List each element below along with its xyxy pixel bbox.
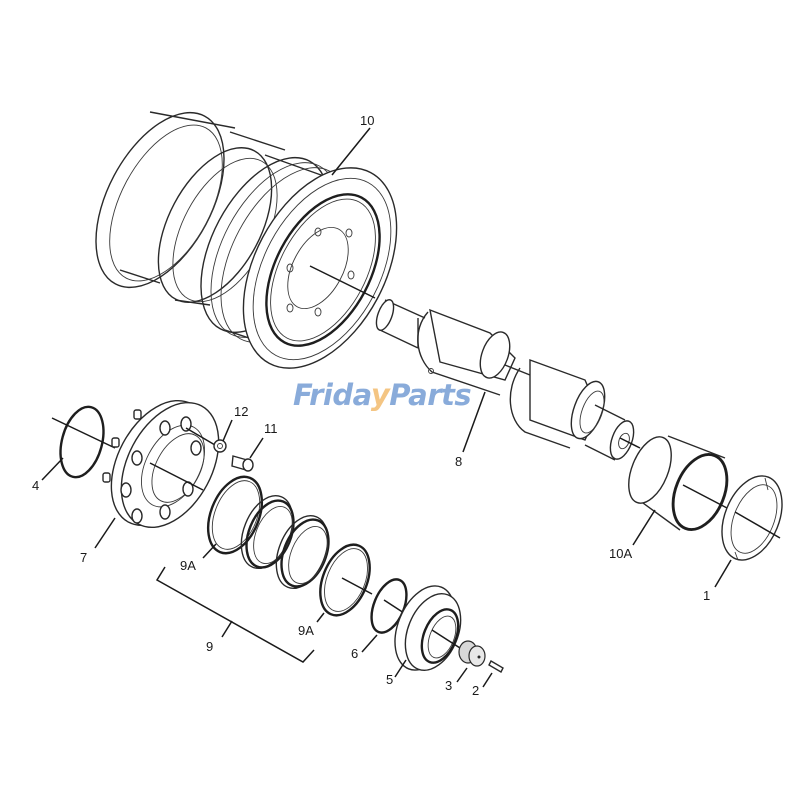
watermark-text-parts: Parts: [389, 378, 472, 412]
seal-ring-middle-b: [275, 515, 330, 589]
bushing-10A: [628, 435, 729, 531]
callout-11: 11: [264, 421, 278, 436]
callout-7: 7: [80, 550, 87, 565]
callout-10A: 10A: [609, 546, 632, 561]
callout-8: 8: [455, 454, 462, 469]
washer-12: [213, 439, 227, 453]
watermark-checkmark-y: y: [370, 378, 390, 412]
seal-ring-9A-upper: [206, 475, 264, 555]
callout-10: 10: [360, 113, 374, 128]
callout-12: 12: [234, 404, 248, 419]
shaft-8: [375, 299, 641, 461]
seal-ring-9A-lower: [319, 543, 373, 617]
plug-3: [458, 640, 486, 667]
callout-1: 1: [703, 588, 710, 603]
watermark-logo: FridayParts: [293, 378, 472, 412]
callout-3: 3: [445, 678, 452, 693]
callout-9: 9: [206, 639, 213, 654]
bolt-11: [231, 455, 254, 472]
callout-labels: 10 8 10A 1 4 7 12 11 9A 9A 9 6 5 3 2: [32, 113, 710, 698]
callout-6: 6: [351, 646, 358, 661]
callout-2: 2: [472, 683, 479, 698]
leader-lines: [41, 127, 732, 688]
callout-4: 4: [32, 478, 39, 493]
retainer-5: [394, 585, 462, 671]
pin-2: [488, 660, 504, 673]
callout-5: 5: [386, 672, 393, 687]
watermark-text-friday: Frida: [293, 378, 371, 412]
callout-9A-lower: 9A: [298, 623, 314, 638]
seal-group-bracket: [155, 566, 315, 663]
roller-shell-10: [95, 111, 398, 369]
callout-9A-upper: 9A: [180, 558, 196, 573]
collar-hub-7: [102, 399, 220, 529]
o-ring-4: [51, 405, 116, 479]
thrust-washer-1: [721, 475, 783, 561]
